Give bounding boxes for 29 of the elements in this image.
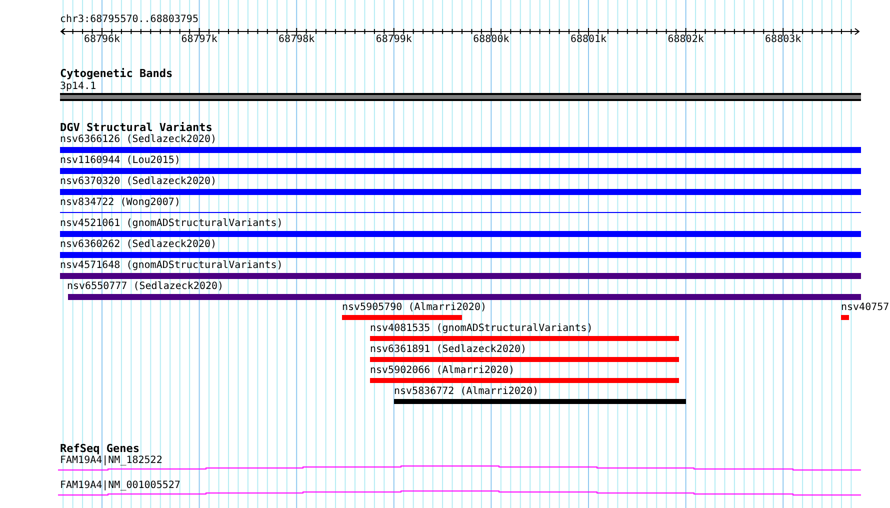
feature-label: FAM19A4|NM_001005527 (60, 480, 180, 492)
feature-label: nsv4521061 (gnomADStructuralVariants) (60, 218, 283, 230)
tick-label: 68796k (84, 34, 120, 46)
feature-label: nsv1160944 (Lou2015) (60, 155, 180, 167)
tick-label: 68801k (570, 34, 607, 46)
feature-label: nsv5902066 (Almarri2020) (370, 365, 514, 377)
feature-label: nsv6370320 (Sedlazeck2020) (60, 176, 217, 188)
feature-label: nsv5905790 (Almarri2020) (342, 302, 486, 314)
tick-label: 68802k (668, 34, 704, 46)
feature-label: nsv6361891 (Sedlazeck2020) (370, 344, 527, 356)
feature-label: nsv6550777 (Sedlazeck2020) (67, 281, 224, 293)
track-heading: RefSeq Genes (60, 443, 140, 455)
feature-label: nsv4571648 (gnomADStructuralVariants) (60, 260, 283, 272)
track-heading: DGV Structural Variants (60, 122, 212, 134)
feature-label: nsv4081535 (gnomADStructuralVariants) (370, 323, 593, 335)
tick-label: 68798k (278, 34, 315, 46)
feature-label: FAM19A4|NM_182522 (60, 455, 162, 467)
tick-label: 68803k (765, 34, 802, 46)
track-heading: Cytogenetic Bands (60, 68, 173, 80)
feature-label: nsv6366126 (Sedlazeck2020) (60, 134, 217, 146)
tick-label: 68797k (181, 34, 218, 46)
feature-label: nsv834722 (Wong2007) (60, 197, 180, 209)
tick-label: 68799k (376, 34, 412, 46)
tick-label: 68800k (473, 34, 510, 46)
feature-label: nsv40757 (841, 302, 890, 314)
feature-label: nsv5836772 (Almarri2020) (394, 386, 538, 398)
feature-label: nsv6360262 (Sedlazeck2020) (60, 239, 217, 251)
feature-label: 3p14.1 (60, 81, 96, 93)
region-title: chr3:68795570..68803795 (60, 14, 198, 26)
